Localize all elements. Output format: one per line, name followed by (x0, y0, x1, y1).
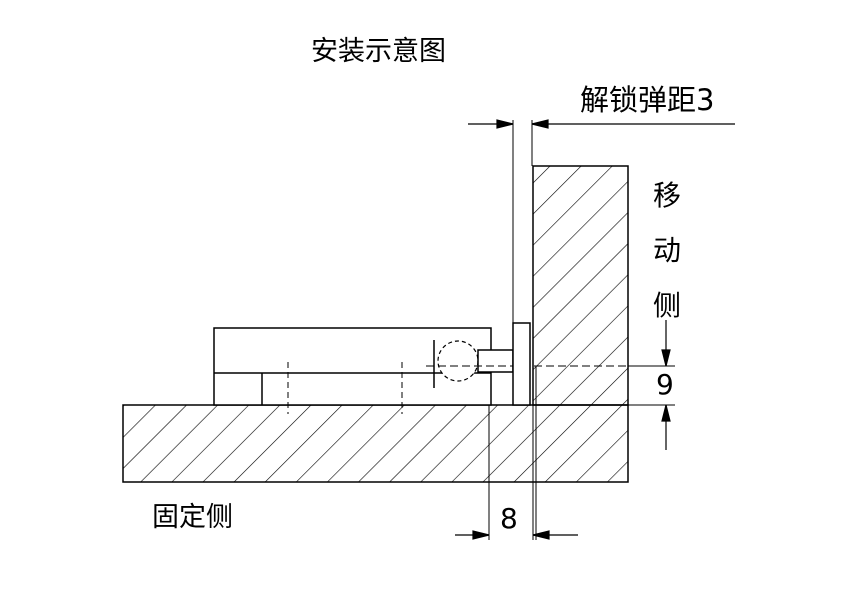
moving-side-block (532, 165, 629, 406)
fixed-side-base (122, 404, 629, 483)
dimension-9 (661, 320, 671, 450)
unlock-travel-label: 解锁弹距3 (580, 83, 715, 117)
extension-lines (488, 120, 675, 540)
dimension-8 (455, 530, 578, 540)
dimension-8-label: 8 (500, 502, 518, 535)
unlock-travel-dimension (468, 119, 735, 129)
dimension-9-label: 9 (656, 368, 674, 401)
strike-plate (512, 322, 531, 406)
fixed-side-label: 固定侧 (152, 502, 233, 533)
diagram-title: 安装示意图 (311, 36, 446, 67)
moving-side-label: 移动侧 (652, 179, 681, 322)
